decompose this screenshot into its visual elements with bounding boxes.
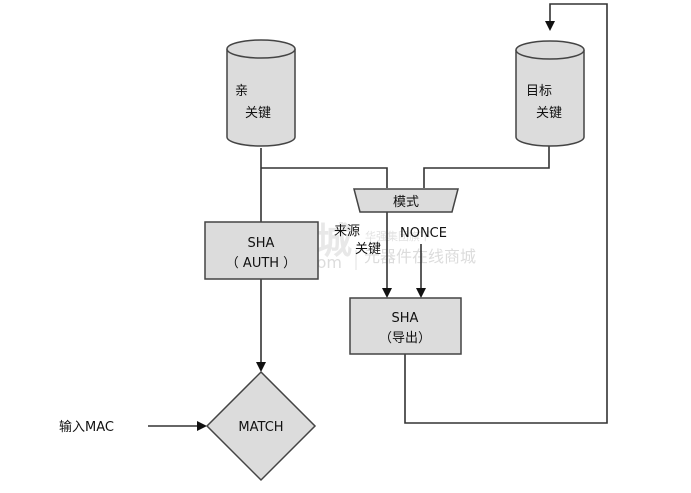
sha-auth-label-line2: （ AUTH ） (226, 256, 296, 271)
mode-label: 模式 (393, 195, 419, 210)
target-key-label-line2: 关键 (536, 106, 562, 121)
target-key-label-line1: 目标 (526, 84, 552, 99)
connectors (148, 3, 608, 431)
edge-target-to-mode (423, 146, 550, 188)
match-node: MATCH (205, 370, 317, 482)
source-key-label-line2: 关键 (355, 242, 381, 257)
mode-trapezoid (353, 188, 459, 213)
edge-sha-derive-to-target (404, 3, 608, 424)
sha-derive-node: SHA （导出） (349, 297, 462, 355)
mode-node: 模式 (353, 188, 459, 213)
target-key-cylinder-top (515, 40, 585, 60)
sha-derive-box (349, 297, 462, 355)
sha-auth-node: SHA （ AUTH ） (204, 221, 319, 280)
sha-auth-box (204, 221, 319, 280)
parent-key-node: 亲 关键 (226, 39, 296, 147)
parent-key-cylinder-body (226, 49, 296, 147)
target-key-cylinder-body (515, 50, 585, 147)
target-key-node: 目标 关键 (515, 40, 585, 147)
watermark-slogan: 元器件在线商城 (364, 247, 476, 266)
sha-derive-label-line2: （导出） (379, 331, 431, 346)
source-key-label-line1: 来源 (334, 224, 360, 239)
input-mac-label: 输入MAC (59, 419, 114, 435)
parent-key-label-line2: 关键 (245, 106, 271, 121)
match-diamond (205, 370, 317, 482)
parent-key-label-line1: 亲 (235, 84, 248, 99)
edge-parent-to-mode (261, 167, 388, 188)
match-label: MATCH (238, 420, 283, 435)
watermark-tag: 华强集团旗下 (365, 229, 431, 243)
parent-key-cylinder-top (226, 39, 296, 59)
sha-derive-label-line1: SHA (392, 311, 419, 326)
nonce-label: NONCE (400, 226, 447, 241)
sha-auth-label-line1: SHA (248, 236, 275, 251)
